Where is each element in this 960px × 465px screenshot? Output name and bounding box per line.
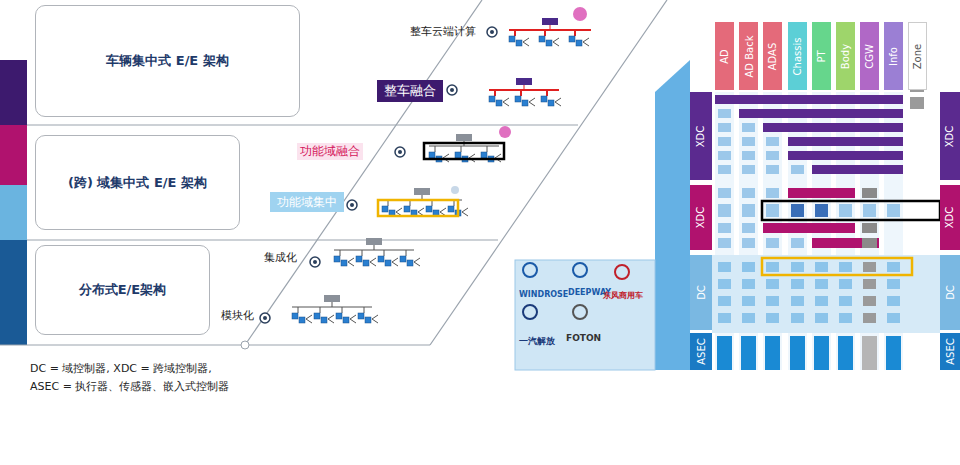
node-text: Body xyxy=(840,43,851,68)
network-sketch xyxy=(489,78,561,106)
network-sketch xyxy=(292,295,378,323)
row-label: ASEC xyxy=(940,333,960,370)
column-header: AD xyxy=(715,22,734,90)
logo-mark xyxy=(573,263,587,277)
diagonal-line xyxy=(430,0,667,345)
network-sketch xyxy=(334,238,420,266)
matrix-cells xyxy=(712,80,940,370)
node-text: XDC xyxy=(945,207,956,229)
node-text: 功能域集中 xyxy=(277,194,337,211)
stage-dot xyxy=(347,200,357,210)
band-bar xyxy=(0,125,27,185)
node-text: ADAS xyxy=(767,42,778,70)
gateway xyxy=(324,295,340,302)
end-dot xyxy=(241,341,249,349)
stage-box: 整车融合 xyxy=(377,80,443,102)
node-text: PT xyxy=(816,50,827,62)
logo-text: FOTON xyxy=(566,333,601,343)
node-text: (跨) 域集中式 E/E 架构 xyxy=(68,174,207,192)
network-sketches xyxy=(292,18,591,323)
highlight-frame xyxy=(424,143,504,159)
stage-label: 模块化 xyxy=(221,308,254,323)
band-line xyxy=(27,125,578,126)
node-text: DC xyxy=(945,285,956,300)
column-header: ADAS xyxy=(763,22,782,90)
legend-note: DC = 域控制器, XDC = 跨域控制器, xyxy=(30,361,212,376)
stage-dot xyxy=(487,27,497,37)
node-text: ASEC xyxy=(945,338,956,365)
node-text: Info xyxy=(888,47,899,66)
gateway xyxy=(516,78,532,85)
logo-mark xyxy=(523,305,537,319)
row-label: XDC xyxy=(690,92,712,180)
node-text: 分布式E/E架构 xyxy=(79,281,167,299)
row-label: DC xyxy=(940,255,960,330)
column-header: Info xyxy=(884,22,903,90)
gateway xyxy=(542,18,558,25)
stage-dot xyxy=(310,257,320,267)
legend-note: ASEC = 执行器、传感器、嵌入式控制器 xyxy=(30,379,229,394)
cloud xyxy=(499,126,511,138)
logo-mark xyxy=(573,305,587,319)
node-text: CGW xyxy=(864,44,875,69)
column-header: Body xyxy=(836,22,855,90)
logo-text: 东风商用车 xyxy=(603,290,643,301)
gateway xyxy=(456,134,472,141)
column-header: PT xyxy=(812,22,831,90)
architecture-box: (跨) 域集中式 E/E 架构 xyxy=(35,135,240,230)
stage-label: 整车云端计算 xyxy=(410,24,476,39)
band-bar xyxy=(0,185,27,240)
gateway xyxy=(366,238,382,245)
logo-mark xyxy=(523,263,537,277)
node-text: AD Back xyxy=(743,35,754,77)
logo-text: 一汽解放 xyxy=(519,335,555,348)
logo-text: WINDROSE xyxy=(519,290,568,299)
row-label: XDC xyxy=(940,92,960,180)
band-bar xyxy=(0,240,27,345)
tilted-band xyxy=(655,60,690,370)
gateway xyxy=(414,188,430,195)
column-header: AD Back xyxy=(739,22,758,90)
column-header: CGW xyxy=(860,22,879,90)
column-header: Chassis xyxy=(788,22,807,90)
logo-mark xyxy=(615,265,629,279)
cloud xyxy=(573,7,587,21)
row-label: DC xyxy=(690,255,712,330)
highlight-frame xyxy=(378,200,458,216)
stage-label: 功能域融合 xyxy=(297,143,363,160)
band-line xyxy=(27,240,498,241)
node-text: XDC xyxy=(695,207,706,229)
node-text: XDC xyxy=(695,125,706,147)
row-label: ASEC xyxy=(690,333,712,370)
logo-panel xyxy=(515,260,655,370)
architecture-box: 分布式E/E架构 xyxy=(35,245,210,335)
architecture-box: 车辆集中式 E/E 架构 xyxy=(35,5,300,117)
node-text: Chassis xyxy=(792,37,803,75)
node-text: ASEC xyxy=(696,338,707,365)
row-label: XDC xyxy=(690,185,712,250)
node-text: 整车融合 xyxy=(384,82,436,100)
stage-dot xyxy=(395,147,405,157)
node-text: Zone xyxy=(912,43,923,68)
stage-dot xyxy=(260,313,270,323)
stage-box: 功能域集中 xyxy=(270,192,344,212)
node-text: 车辆集中式 E/E 架构 xyxy=(106,52,229,70)
node-text: AD xyxy=(719,49,730,64)
stage-dot xyxy=(447,85,457,95)
band-bar xyxy=(0,60,27,125)
cloud xyxy=(451,186,459,194)
column-header: Zone xyxy=(908,22,927,90)
stage-label: 集成化 xyxy=(264,250,297,265)
band-line xyxy=(0,345,430,346)
node-text: DC xyxy=(696,285,707,300)
node-text: XDC xyxy=(945,125,956,147)
row-label: XDC xyxy=(940,185,960,250)
network-sketch xyxy=(509,18,591,46)
